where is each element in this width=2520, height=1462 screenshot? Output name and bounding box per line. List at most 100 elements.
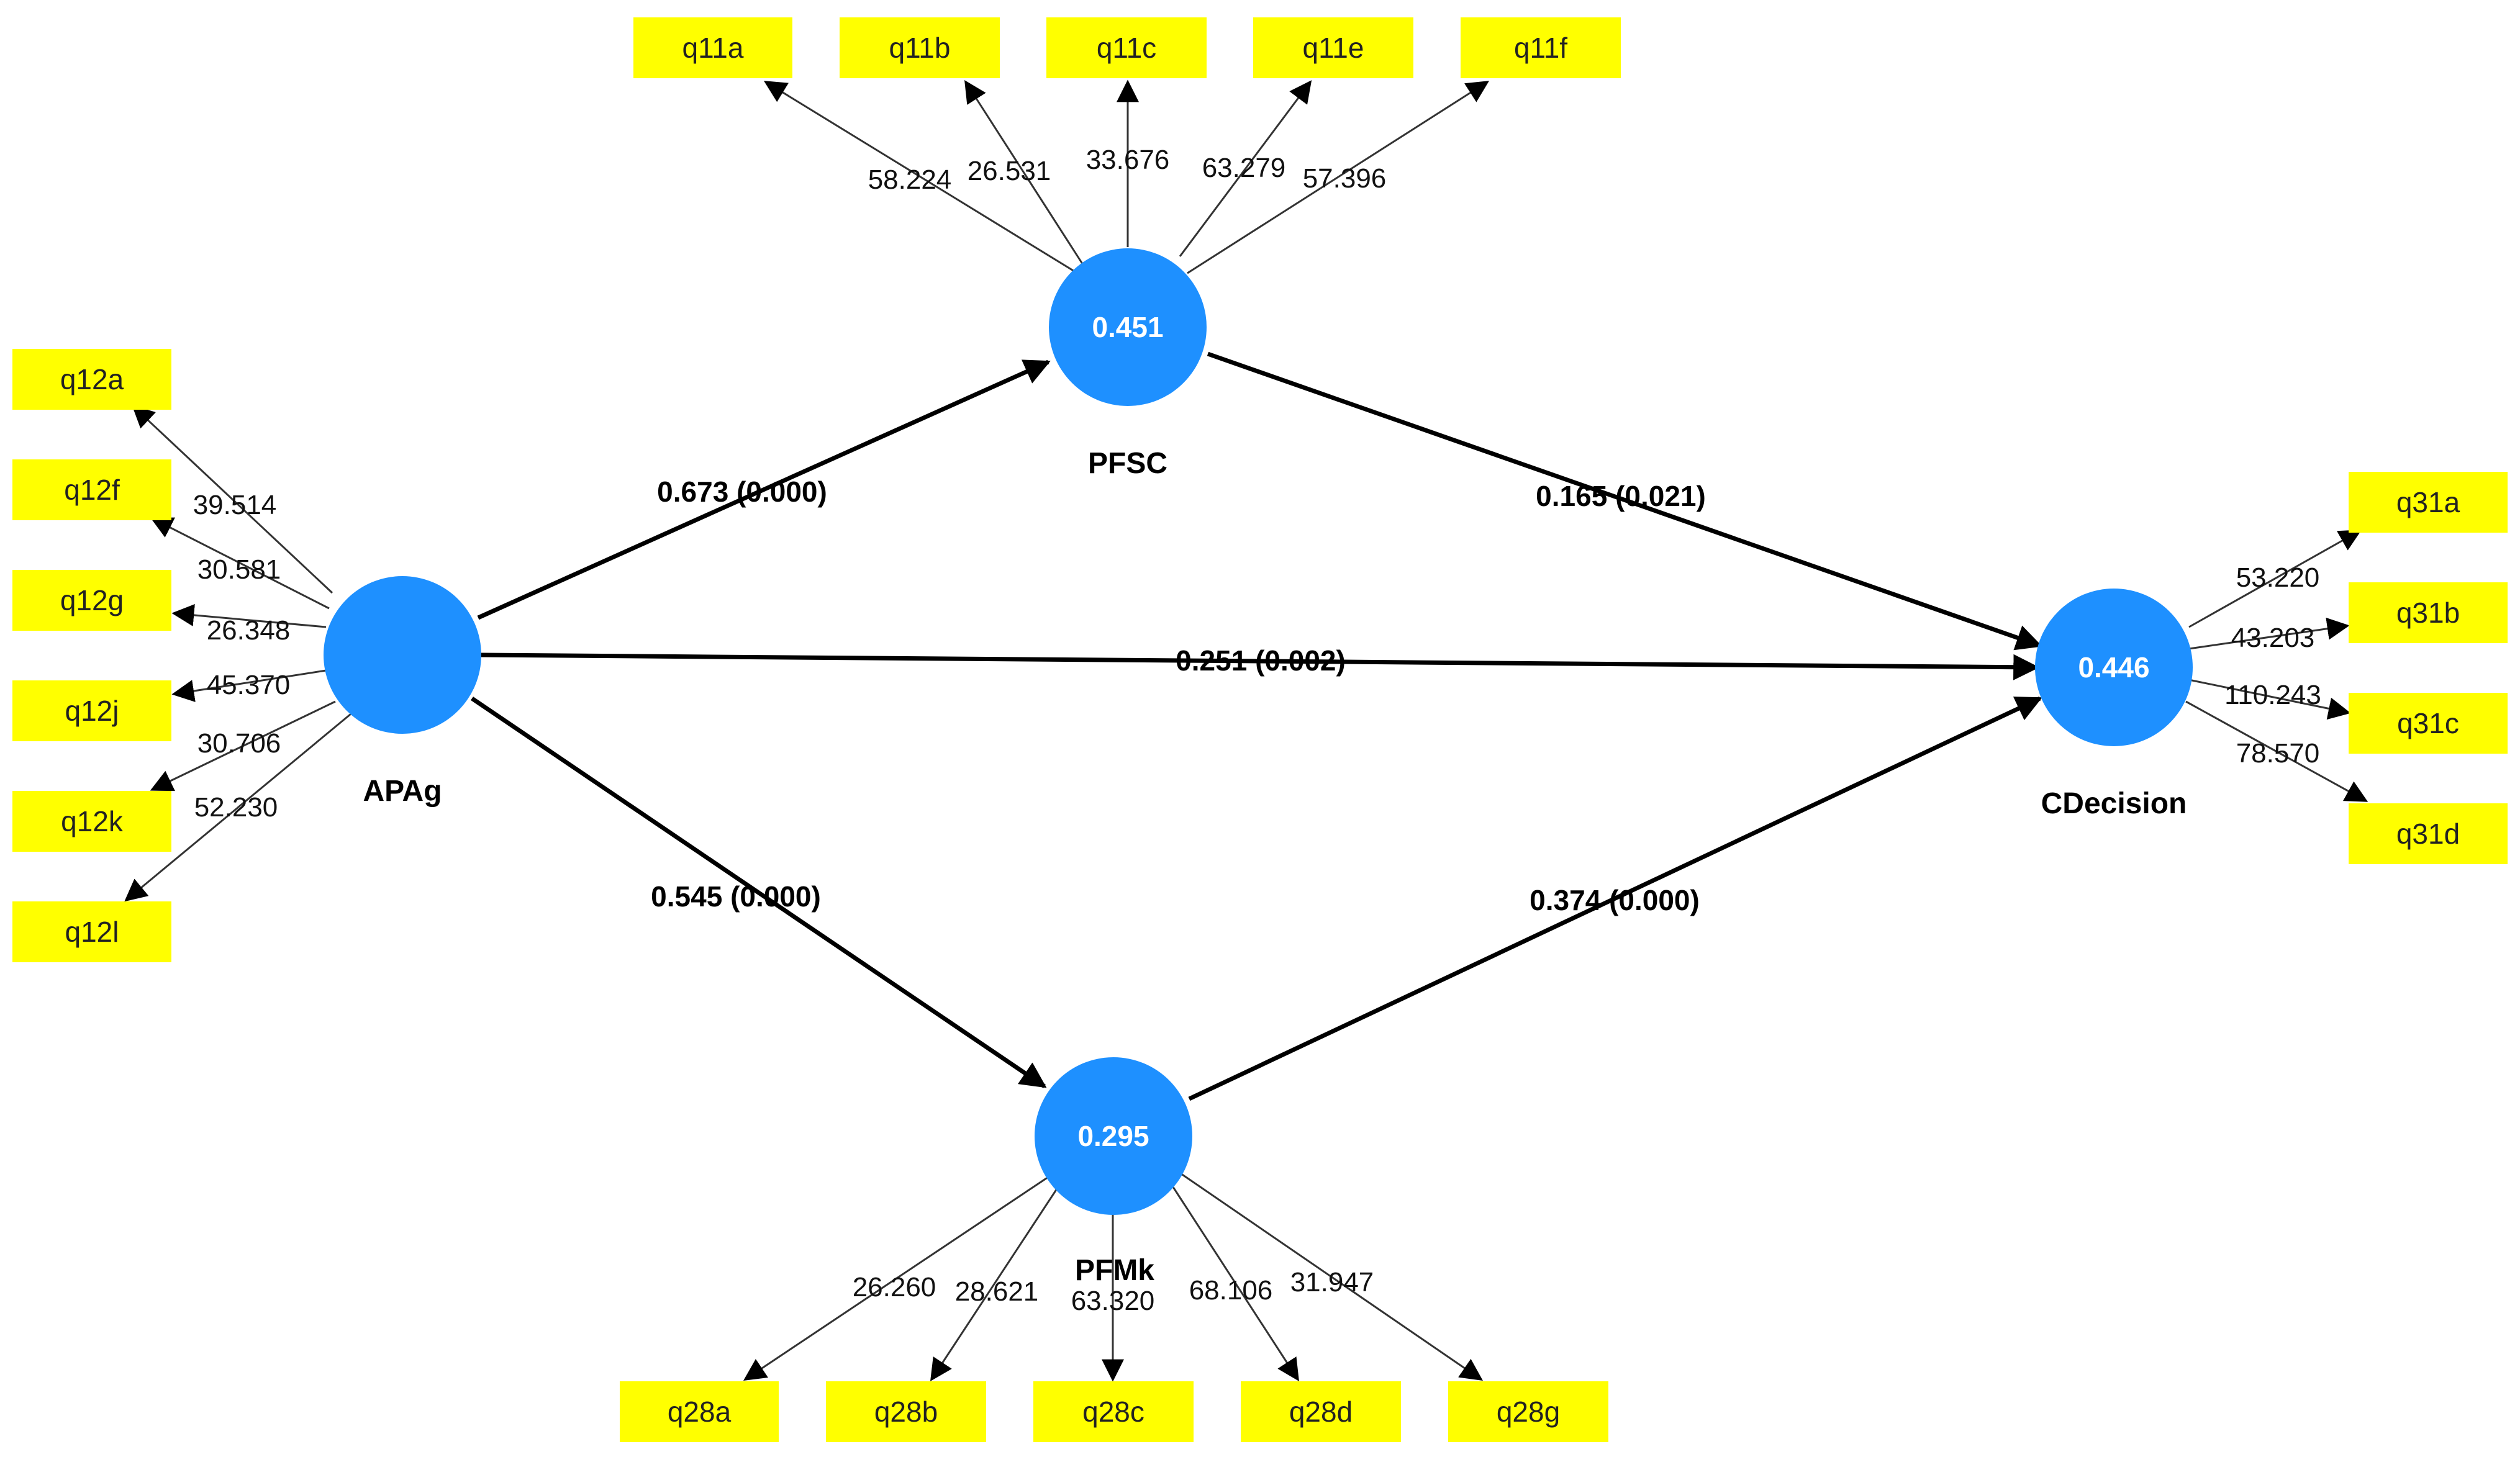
loading-label-q12f: 30.581 bbox=[197, 554, 281, 585]
loading-line-q31a bbox=[2188, 530, 2362, 628]
loading-labels: 58.224 26.531 33.676 63.279 57.396 39.51… bbox=[193, 145, 2321, 1316]
loading-label-q31c: 110.243 bbox=[2224, 680, 2321, 710]
indicator-label-q12l: q12l bbox=[65, 916, 119, 948]
loading-line-q12j bbox=[171, 669, 327, 702]
structural-paths bbox=[471, 351, 2042, 1101]
indicator-label-q28b: q28b bbox=[874, 1396, 938, 1428]
indicator-q11e: q11e bbox=[1253, 17, 1413, 78]
outer-loading-lines bbox=[124, 79, 2368, 1382]
indicator-q28c: q28c bbox=[1033, 1381, 1194, 1442]
construct-pfmk-name: PFMk bbox=[1075, 1254, 1154, 1287]
loading-line-q11f bbox=[1187, 81, 1490, 274]
path-label-pfmk-cdecision: 0.374 (0.000) bbox=[1530, 884, 1700, 916]
path-pfmk-cdecision bbox=[1188, 696, 2042, 1101]
loading-line-q31b bbox=[2188, 617, 2350, 650]
loading-line-q31c bbox=[2188, 679, 2351, 720]
indicator-q31c: q31c bbox=[2349, 693, 2508, 754]
construct-pfmk: PFMk 0.295 bbox=[1035, 1057, 1192, 1287]
loading-label-q11f: 57.396 bbox=[1303, 163, 1387, 194]
loading-line-q12g bbox=[171, 603, 327, 628]
path-apag-pfmk bbox=[471, 697, 1047, 1088]
loading-label-q28d: 68.106 bbox=[1189, 1275, 1273, 1306]
construct-pfsc-circle bbox=[1049, 248, 1207, 406]
construct-apag: APAg bbox=[324, 576, 481, 808]
loading-label-q12a: 39.514 bbox=[193, 490, 277, 520]
loading-line-q12k bbox=[150, 700, 336, 792]
loading-line-q28a bbox=[743, 1171, 1056, 1381]
loading-label-q28b: 28.621 bbox=[955, 1276, 1039, 1307]
loading-line-q11e bbox=[1179, 80, 1312, 257]
loading-label-q12j: 45.370 bbox=[207, 670, 291, 700]
indicator-q31a: q31a bbox=[2349, 472, 2508, 533]
indicator-label-q31d: q31d bbox=[2396, 818, 2460, 850]
construct-apag-name: APAg bbox=[363, 775, 442, 808]
indicator-q12a: q12a bbox=[12, 349, 171, 410]
loading-label-q12l: 52.230 bbox=[194, 792, 278, 823]
indicator-label-q28a: q28a bbox=[668, 1396, 732, 1428]
loading-line-q28b bbox=[930, 1176, 1066, 1382]
indicator-q11a: q11a bbox=[633, 17, 792, 78]
path-apag-pfsc bbox=[477, 359, 1051, 620]
indicator-label-q31c: q31c bbox=[2397, 707, 2459, 739]
construct-pfsc: 0.451 PFSC bbox=[1049, 248, 1207, 480]
construct-pfsc-r2: 0.451 bbox=[1092, 311, 1163, 343]
indicator-boxes: q11a q11b q11c q11e q11f q12a q12f bbox=[12, 17, 2508, 1442]
indicator-q12l: q12l bbox=[12, 901, 171, 962]
loading-line-q12a bbox=[132, 405, 333, 594]
indicator-label-q28c: q28c bbox=[1082, 1396, 1144, 1428]
indicator-q12g: q12g bbox=[12, 570, 171, 631]
loading-label-q28g: 31.947 bbox=[1290, 1267, 1374, 1297]
indicator-label-q31a: q31a bbox=[2396, 486, 2460, 518]
loading-line-q11b bbox=[964, 79, 1085, 266]
construct-apag-circle bbox=[324, 576, 481, 734]
construct-pfmk-r2: 0.295 bbox=[1077, 1120, 1149, 1152]
indicator-q12k: q12k bbox=[12, 791, 171, 852]
construct-pfmk-circle bbox=[1035, 1057, 1192, 1215]
indicator-label-q28d: q28d bbox=[1289, 1396, 1353, 1428]
loading-line-q31d bbox=[2185, 700, 2368, 802]
indicator-label-q12k: q12k bbox=[61, 805, 124, 837]
indicator-q11b: q11b bbox=[840, 17, 1000, 78]
path-label-apag-cdecision: 0.251 (0.002) bbox=[1176, 644, 1346, 677]
indicator-q31d: q31d bbox=[2349, 803, 2508, 864]
indicator-q28b: q28b bbox=[826, 1381, 986, 1442]
construct-cdecision-circle bbox=[2035, 589, 2193, 746]
indicator-q12f: q12f bbox=[12, 459, 171, 520]
indicator-q12j: q12j bbox=[12, 680, 171, 741]
indicator-label-q11f: q11f bbox=[1514, 32, 1567, 64]
indicator-label-q12g: q12g bbox=[60, 584, 124, 616]
construct-cdecision-name: CDecision bbox=[2041, 787, 2187, 820]
indicator-label-q11b: q11b bbox=[889, 32, 951, 64]
indicator-q28g: q28g bbox=[1448, 1381, 1608, 1442]
loading-label-q31b: 43.203 bbox=[2231, 623, 2315, 653]
loading-label-q28a: 26.260 bbox=[853, 1272, 936, 1302]
construct-cdecision-r2: 0.446 bbox=[2078, 651, 2149, 684]
loading-label-q11a: 58.224 bbox=[868, 165, 952, 195]
loading-label-q12g: 26.348 bbox=[207, 615, 291, 646]
indicator-q28d: q28d bbox=[1241, 1381, 1401, 1442]
path-coefficient-labels: 0.673 (0.000) 0.251 (0.002) 0.545 (0.000… bbox=[651, 476, 1706, 916]
loading-line-q28g bbox=[1178, 1171, 1483, 1381]
construct-cdecision: 0.446 CDecision bbox=[2035, 589, 2193, 820]
loading-label-q12k: 30.706 bbox=[197, 728, 281, 759]
path-label-pfsc-cdecision: 0.165 (0.021) bbox=[1536, 480, 1706, 512]
indicator-q28a: q28a bbox=[620, 1381, 779, 1442]
indicator-label-q11a: q11a bbox=[682, 32, 744, 64]
indicator-label-q12f: q12f bbox=[64, 474, 120, 506]
loading-label-q11e: 63.279 bbox=[1202, 153, 1286, 183]
indicator-label-q11e: q11e bbox=[1303, 32, 1364, 64]
loading-label-q28c: 63.320 bbox=[1071, 1286, 1155, 1316]
indicator-label-q28g: q28g bbox=[1497, 1396, 1560, 1428]
indicator-q11f: q11f bbox=[1461, 17, 1621, 78]
indicator-q11c: q11c bbox=[1046, 17, 1207, 78]
indicator-q31b: q31b bbox=[2349, 582, 2508, 643]
indicator-label-q11c: q11c bbox=[1097, 32, 1156, 64]
path-pfsc-cdecision bbox=[1207, 351, 2042, 651]
loading-line-q28d bbox=[1165, 1176, 1299, 1382]
loading-line-q12f bbox=[150, 517, 330, 610]
loading-line-q12l bbox=[124, 713, 351, 902]
indicator-label-q12a: q12a bbox=[60, 363, 124, 395]
indicator-label-q31b: q31b bbox=[2396, 597, 2460, 629]
construct-pfsc-name: PFSC bbox=[1088, 447, 1167, 480]
